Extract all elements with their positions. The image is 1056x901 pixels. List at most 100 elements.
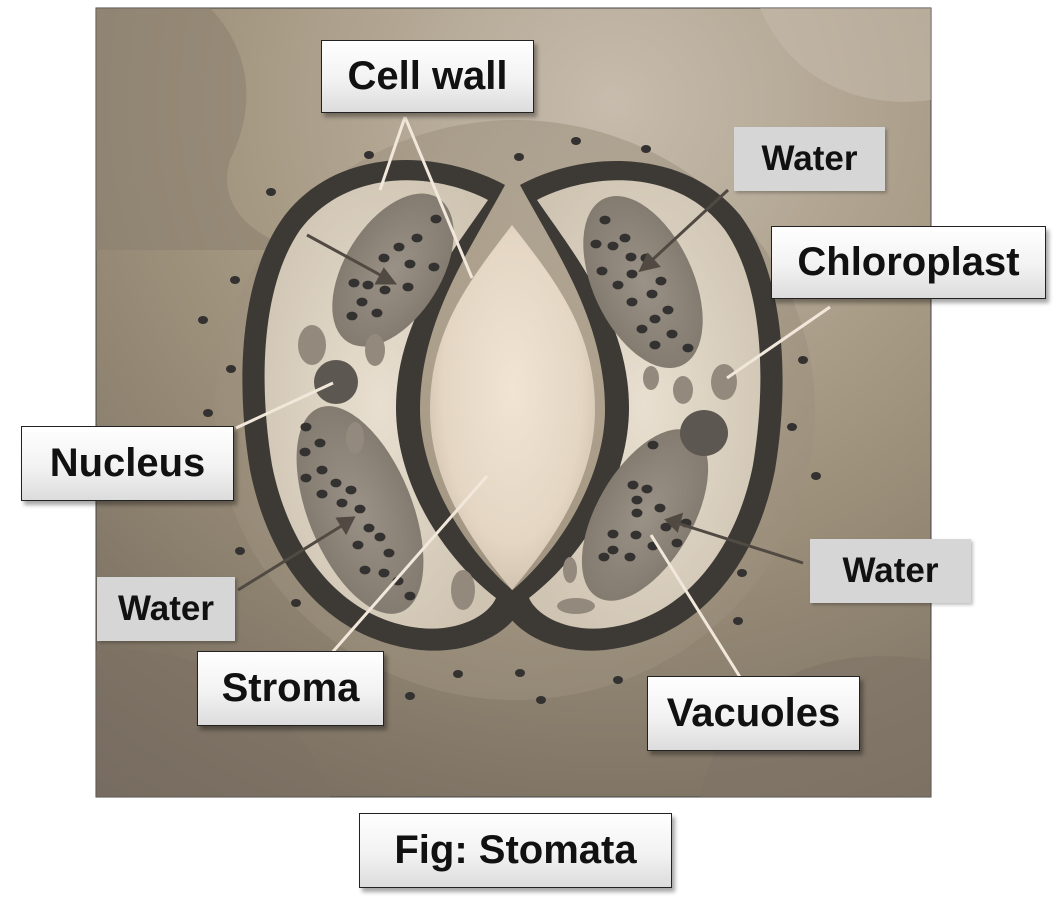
chloroplast-dot bbox=[348, 278, 360, 288]
background-dot bbox=[235, 547, 245, 555]
right-vacuole-1 bbox=[711, 364, 737, 400]
arrow-bottom-right bbox=[664, 512, 804, 565]
chloroplast-dot bbox=[362, 280, 374, 290]
chloroplast-dot bbox=[666, 329, 678, 339]
right-vacuole-3 bbox=[643, 366, 659, 390]
chloroplast-dot bbox=[336, 498, 348, 508]
chloroplast-dot bbox=[607, 241, 619, 251]
chloroplast-dot bbox=[379, 285, 391, 295]
water-arrows bbox=[237, 188, 804, 592]
chloroplast-dot bbox=[625, 252, 637, 262]
label-water-bottom-left: Water bbox=[97, 577, 235, 641]
chloroplast-dot bbox=[356, 297, 368, 307]
background-dot bbox=[811, 472, 821, 480]
chloroplast-dot bbox=[655, 276, 667, 286]
background-dot bbox=[733, 617, 743, 625]
left-vacuole-4 bbox=[451, 570, 475, 610]
chloroplast-dot bbox=[330, 478, 342, 488]
background-dot bbox=[798, 356, 808, 364]
right-nucleus bbox=[680, 410, 728, 456]
chloroplast-dot bbox=[636, 324, 648, 334]
chloroplast-dot bbox=[630, 530, 642, 540]
background-dot bbox=[641, 145, 651, 153]
chloroplast-dot bbox=[346, 311, 358, 321]
background-dot bbox=[613, 676, 623, 684]
chloroplast-dot bbox=[383, 548, 395, 558]
chloroplast-dot bbox=[299, 447, 311, 457]
background-dot bbox=[230, 276, 240, 284]
right-vacuole-5 bbox=[563, 557, 577, 583]
right-chloroplast-lower bbox=[581, 429, 709, 601]
background-dot bbox=[405, 692, 415, 700]
chloroplast-dot bbox=[411, 233, 423, 243]
chloroplast-dot bbox=[654, 503, 666, 513]
figure-caption: Fig: Stomata bbox=[359, 813, 672, 888]
label-vacuoles: Vacuoles bbox=[647, 676, 860, 751]
label-water-bottom-right: Water bbox=[810, 539, 971, 603]
chloroplast-dot bbox=[607, 545, 619, 555]
chloroplast-dot bbox=[393, 242, 405, 252]
arrow-bottom-left bbox=[237, 516, 356, 592]
right-guard-cell bbox=[500, 161, 783, 651]
chloroplast-dot bbox=[647, 440, 659, 450]
left-chloroplast-upper bbox=[332, 193, 454, 347]
chloroplast-dot bbox=[316, 489, 328, 499]
chloroplast-dot bbox=[612, 280, 624, 290]
background-dot bbox=[226, 365, 236, 373]
background-dot bbox=[453, 670, 463, 678]
right-vacuole-2 bbox=[673, 376, 693, 404]
chloroplast-dot bbox=[345, 485, 357, 495]
chloroplast-dot bbox=[402, 282, 414, 292]
background-dot bbox=[266, 188, 276, 196]
stroma-line bbox=[328, 475, 489, 656]
background-dot bbox=[514, 153, 524, 161]
background-dot bbox=[737, 569, 747, 577]
background-dot bbox=[291, 599, 301, 607]
chloroplast-dot bbox=[359, 565, 371, 575]
chloroplast-dot bbox=[631, 495, 643, 505]
background-dot bbox=[198, 316, 208, 324]
chloroplast-dot bbox=[671, 538, 683, 548]
chloroplast-dot bbox=[428, 262, 440, 272]
chloroplast-dot bbox=[378, 253, 390, 263]
nucleus-line bbox=[235, 381, 334, 430]
background-dot bbox=[536, 696, 546, 704]
chloroplast-dot bbox=[404, 591, 416, 601]
chloroplast-dot bbox=[363, 523, 375, 533]
arrow-top-left bbox=[306, 233, 398, 285]
chloroplast-dot bbox=[598, 552, 610, 562]
background-dot bbox=[364, 151, 374, 159]
chloroplast-dot bbox=[682, 343, 694, 353]
chloroplast-dot bbox=[300, 473, 312, 483]
chloroplast-dot bbox=[300, 422, 312, 432]
chloroplast-dot bbox=[649, 340, 661, 350]
left-vacuole-2 bbox=[365, 334, 385, 366]
chloroplast-dot bbox=[641, 484, 653, 494]
left-vacuole-3 bbox=[346, 422, 364, 454]
chloroplast-dot bbox=[649, 314, 661, 324]
leader-lines bbox=[235, 116, 831, 678]
chloroplast-dot bbox=[316, 465, 328, 475]
chloroplast-dot bbox=[626, 269, 638, 279]
chloroplast-dot bbox=[374, 532, 386, 542]
chloroplast-dot bbox=[352, 540, 364, 550]
label-nucleus: Nucleus bbox=[21, 426, 234, 501]
chloroplast-dot bbox=[646, 289, 658, 299]
chloroplast-dot bbox=[430, 214, 442, 224]
chloroplast-dot bbox=[631, 508, 643, 518]
left-nucleus bbox=[314, 360, 358, 404]
chloroplast-dot bbox=[596, 266, 608, 276]
chloroplast-dot bbox=[590, 239, 602, 249]
right-vacuole-4 bbox=[557, 598, 595, 614]
chloroplast-dot bbox=[626, 297, 638, 307]
label-stroma: Stroma bbox=[197, 651, 384, 726]
background-dot bbox=[203, 409, 213, 417]
chloroplast-dot bbox=[314, 438, 326, 448]
chloroplast-dot bbox=[404, 259, 416, 269]
chloroplast-dot bbox=[607, 529, 619, 539]
stomatal-pore bbox=[430, 225, 595, 590]
chloroplast-dot bbox=[660, 522, 672, 532]
label-water-top-right: Water bbox=[734, 127, 885, 191]
chloroplast-dot bbox=[371, 308, 383, 318]
background-dot bbox=[787, 423, 797, 431]
